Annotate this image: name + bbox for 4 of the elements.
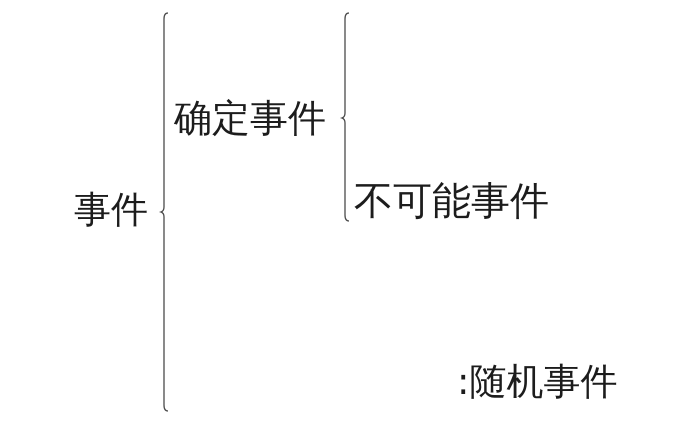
term-label: 确定事件: [174, 98, 326, 140]
term-label: :随机事件: [457, 362, 618, 403]
term-label: 事件: [74, 190, 148, 231]
term-label: 不可能事件: [354, 181, 549, 224]
